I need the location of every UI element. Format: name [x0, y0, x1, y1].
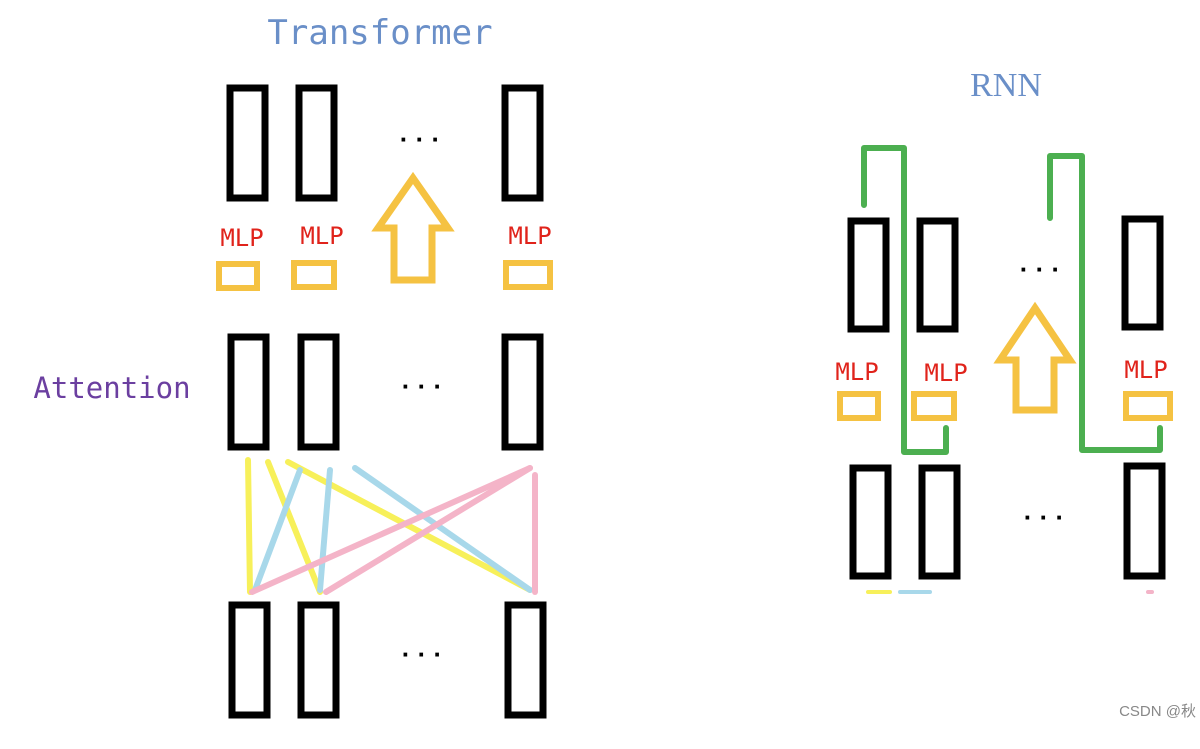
rnn-lower-block-3 — [1123, 462, 1166, 580]
rnn-mlp-boxes — [837, 391, 1173, 421]
rnn-title: RNN — [970, 67, 1042, 104]
rnn-diagram: RNN · · · MLP MLP MLP — [835, 67, 1173, 594]
rnn-recurrent-path-2 — [1047, 153, 1163, 453]
transformer-mlp-box-1 — [216, 261, 260, 291]
attention-connections — [245, 457, 538, 595]
rnn-upper-row — [847, 215, 1164, 333]
rnn-mlp-label-3: MLP — [1124, 356, 1167, 384]
transformer-bot-block-2 — [297, 601, 340, 719]
rnn-mlp-box-2 — [911, 391, 957, 421]
transformer-middle-dots: · · · — [402, 371, 442, 401]
rnn-upper-block-2 — [916, 217, 959, 333]
transformer-mlp-label-1: MLP — [220, 224, 263, 252]
transformer-bot-block-1 — [228, 601, 271, 719]
transformer-diagram: Transformer Attention · · · MLP MLP MLP — [33, 13, 553, 719]
attention-pink-lines — [249, 465, 538, 595]
rnn-lower-block-1 — [849, 464, 892, 580]
transformer-mlp-labels: MLP MLP MLP — [220, 222, 551, 252]
transformer-mlp-box-2 — [291, 260, 337, 290]
rnn-mlp-box-3 — [1123, 391, 1173, 421]
transformer-bottom-dots: · · · — [402, 639, 442, 669]
transformer-title: Transformer — [267, 13, 492, 53]
rnn-mlp-labels: MLP MLP MLP — [835, 356, 1167, 387]
transformer-mlp-box-3 — [503, 260, 553, 290]
rnn-mlp-label-2: MLP — [924, 359, 967, 387]
transformer-top-block-2 — [295, 84, 338, 202]
transformer-middle-row — [227, 333, 544, 451]
transformer-mlp-label-2: MLP — [300, 222, 343, 250]
rnn-upper-dots: · · · — [1020, 254, 1060, 284]
transformer-top-block-1 — [226, 84, 269, 202]
transformer-mlp-boxes — [216, 260, 553, 291]
rnn-lower-dots: · · · — [1024, 502, 1064, 532]
transformer-top-block-3 — [501, 84, 544, 202]
attention-blue-lines — [252, 465, 533, 593]
rnn-mlp-box-1 — [837, 391, 881, 421]
transformer-bottom-row — [228, 601, 547, 719]
transformer-mid-block-3 — [501, 333, 544, 451]
attention-label: Attention — [33, 371, 190, 405]
rnn-recurrent-path-1 — [861, 145, 949, 455]
transformer-up-arrow — [371, 171, 455, 284]
rnn-upper-block-1 — [847, 217, 890, 333]
transformer-mlp-label-3: MLP — [508, 222, 551, 250]
rnn-upper-block-3 — [1121, 215, 1164, 331]
transformer-mid-block-1 — [227, 333, 270, 451]
rnn-recurrent-connections — [861, 145, 1163, 455]
transformer-top-row — [226, 84, 544, 202]
transformer-mid-block-2 — [297, 333, 340, 451]
transformer-top-dots: · · · — [400, 124, 440, 154]
rnn-lower-block-2 — [918, 464, 961, 580]
rnn-up-arrow — [993, 301, 1077, 414]
transformer-bot-block-3 — [504, 601, 547, 719]
rnn-mlp-label-1: MLP — [835, 358, 878, 386]
rnn-lower-row — [849, 462, 1166, 580]
watermark: CSDN @秋 — [1119, 703, 1196, 720]
